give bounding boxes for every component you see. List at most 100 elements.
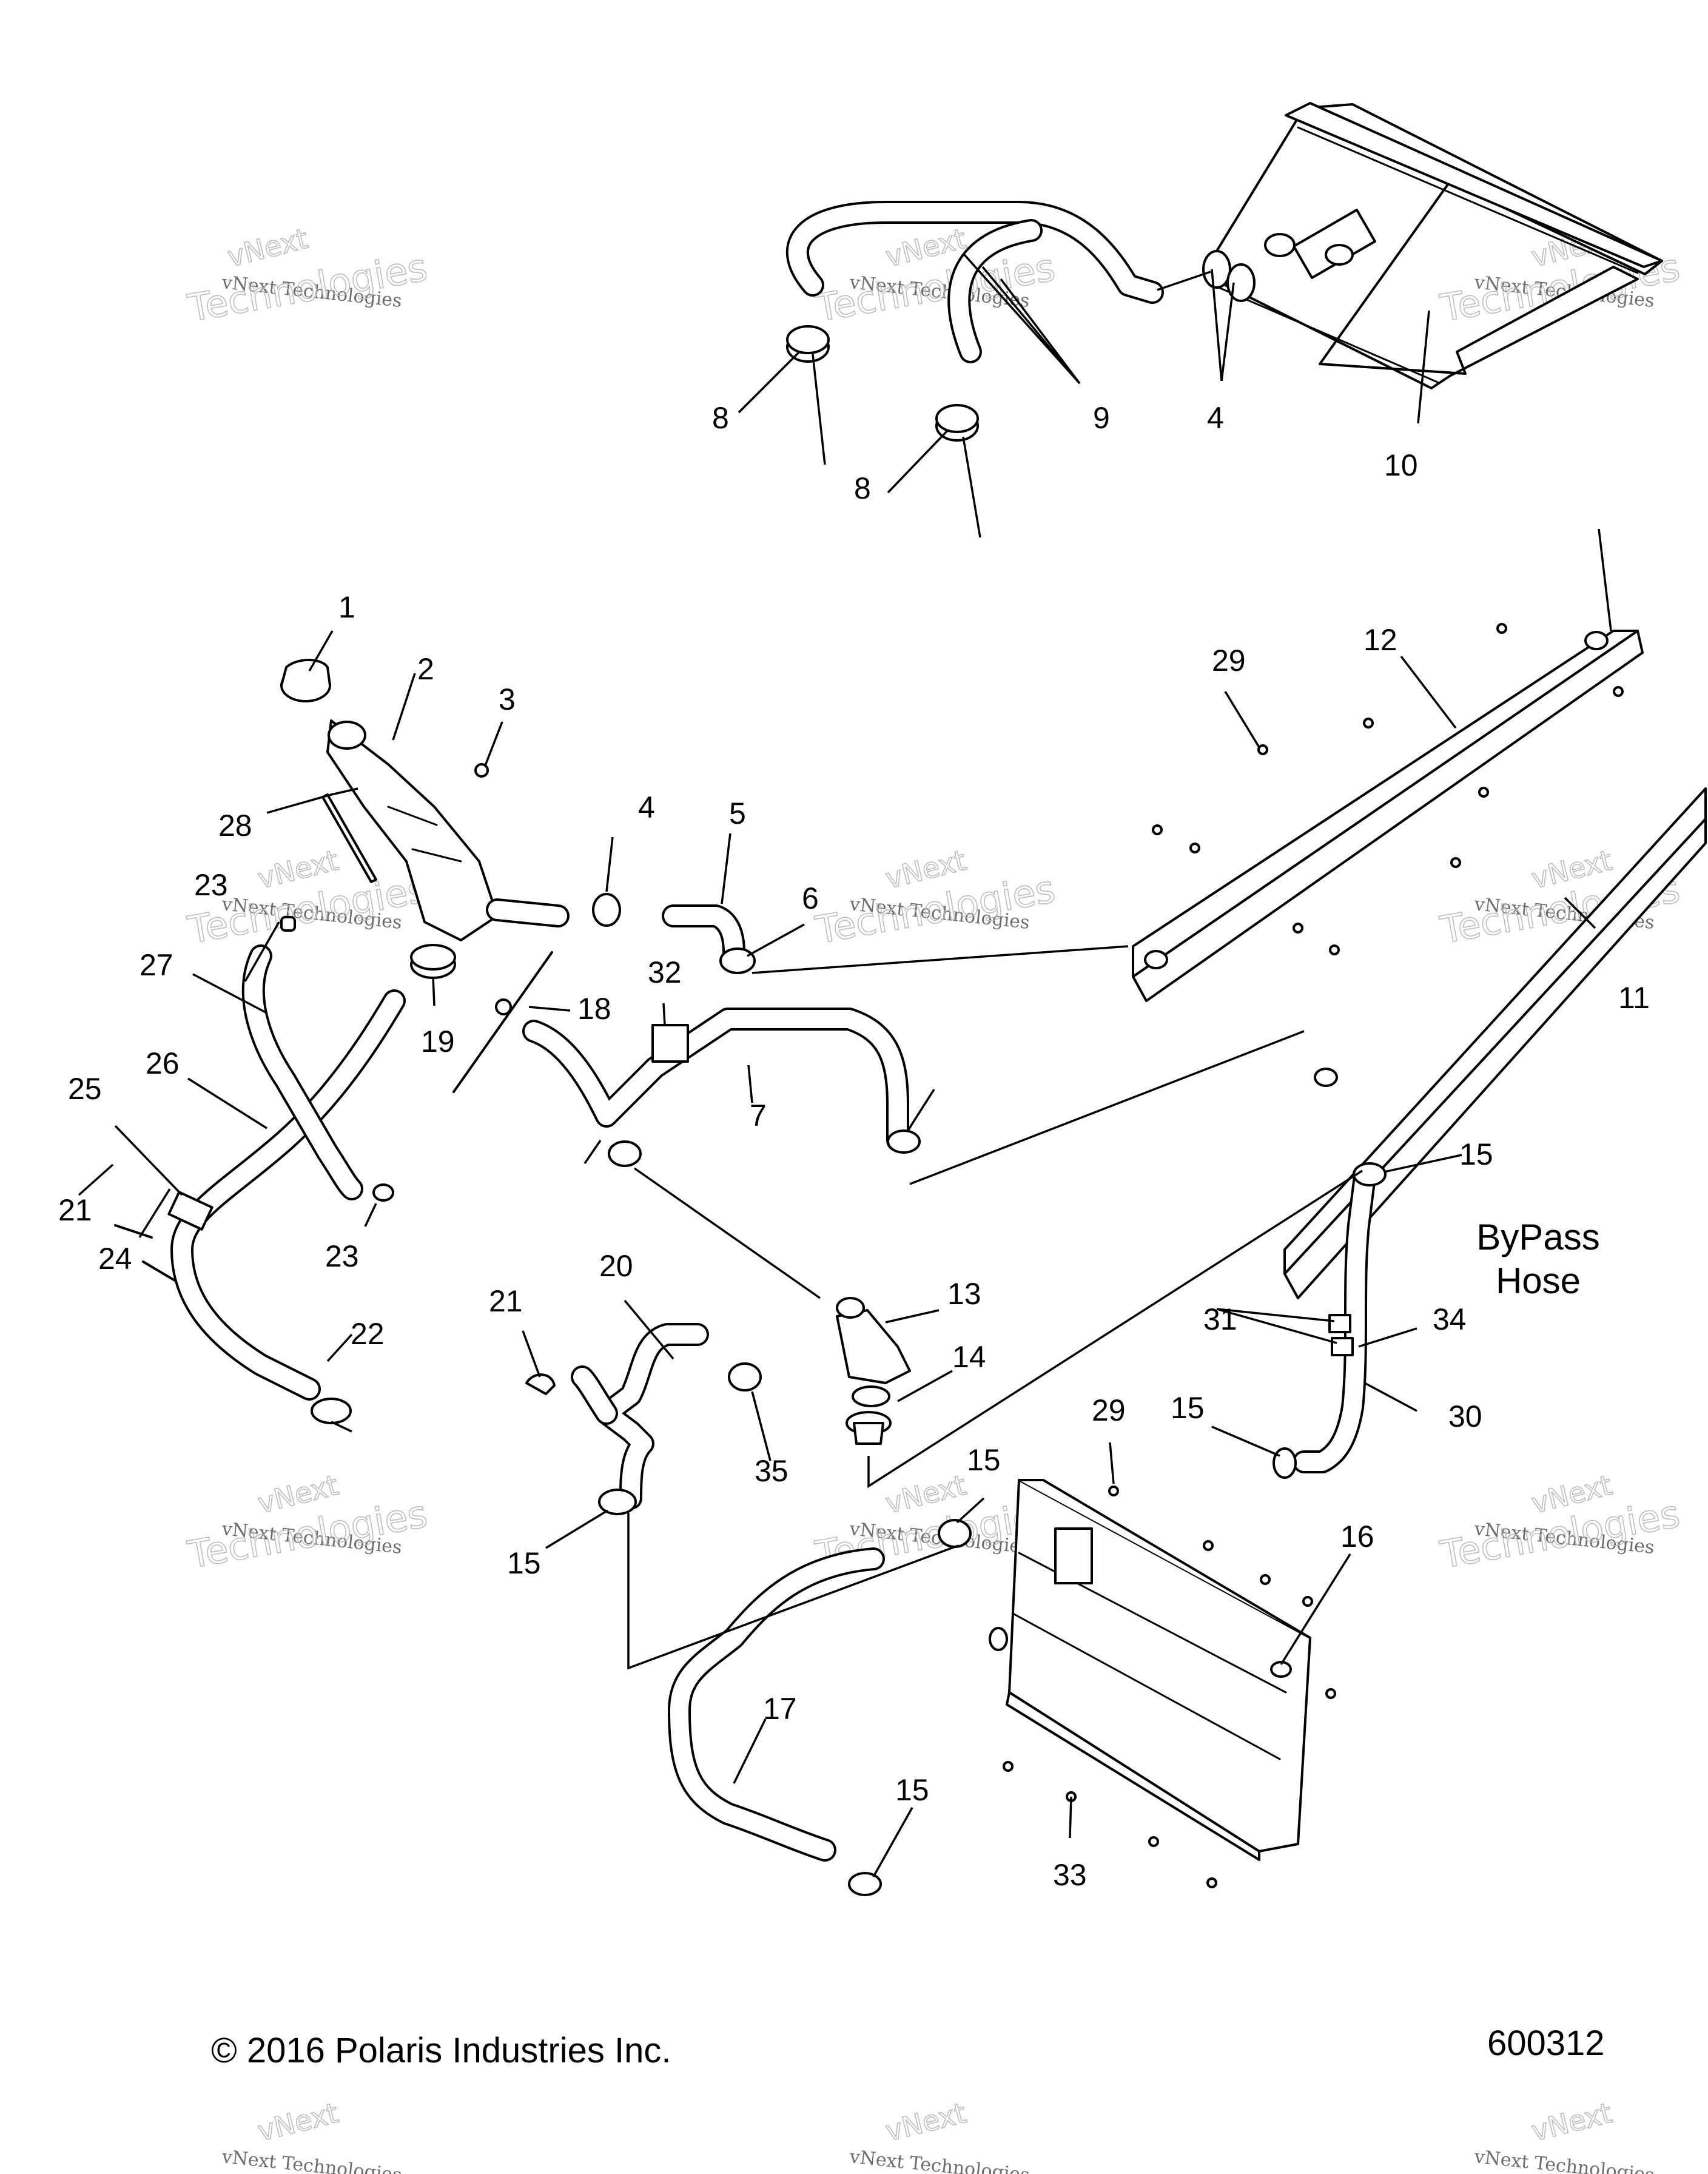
callout-6: 6 (802, 881, 819, 915)
svg-text:vNext: vNext (1528, 2096, 1615, 2148)
part-17-lower-hose (668, 1547, 885, 1862)
callout-29: 29 (1212, 644, 1246, 678)
callout-1: 1 (338, 590, 355, 624)
watermark-stamp: vNext vNext Technologies Technologies (184, 221, 431, 331)
part-31-clip (1331, 1337, 1354, 1356)
callout-8: 8 (712, 401, 729, 435)
svg-text:ByPass: ByPass (1476, 1217, 1599, 1257)
part-19-clamp (410, 944, 456, 979)
part-15-clamp (1353, 1162, 1387, 1186)
part-4-clamp (1202, 250, 1256, 302)
callout-23: 23 (194, 868, 228, 902)
part-16-radiator (989, 1479, 1311, 1861)
callout-31: 31 (1203, 1302, 1237, 1336)
part-10-panel (1206, 102, 1663, 389)
callout-9: 9 (1093, 401, 1110, 435)
callout-15: 15 (1171, 1391, 1205, 1425)
part-4-clamp (592, 893, 621, 927)
callout-33: 33 (1053, 1858, 1087, 1892)
callout-21: 21 (489, 1284, 523, 1318)
part-29-bolts (1152, 623, 1624, 955)
svg-text:vNext Technologies: vNext Technologies (1473, 2146, 1655, 2174)
callout-4: 4 (638, 790, 655, 824)
watermark-stamp: vNext vNext Technologies Technologies (184, 1468, 431, 1578)
part-20-hose (571, 1323, 709, 1510)
part-6-clamp (887, 1129, 921, 1154)
watermark-stamp: vNext vNext Technologies (1473, 2096, 1655, 2174)
part-5-elbow (662, 904, 745, 964)
part-23-plug (280, 916, 296, 932)
callout-15: 15 (507, 1546, 541, 1580)
callout-14: 14 (952, 1340, 986, 1374)
part-13-thermostat-housing (836, 1297, 911, 1384)
callout-16: 16 (1340, 1519, 1374, 1553)
part-2-filler-neck (326, 719, 570, 941)
callout-29: 29 (1092, 1393, 1126, 1427)
part-8-clamp (935, 404, 979, 442)
watermark-stamp: vNext vNext Technologies (220, 2096, 403, 2174)
callout-28: 28 (218, 809, 252, 843)
callout-15: 15 (967, 1443, 1001, 1477)
watermark-stamp: vNext vNext Technologies Technologies (812, 843, 1058, 953)
callout-34: 34 (1433, 1302, 1467, 1336)
part-35-clamp (728, 1362, 762, 1392)
callout-24: 24 (98, 1242, 132, 1276)
part-33-bolts (1003, 1761, 1217, 1888)
part-15-clamp (598, 1489, 637, 1515)
callout-26: 26 (146, 1046, 180, 1080)
callout-2: 2 (417, 652, 434, 686)
callout-3: 3 (499, 682, 516, 716)
callout-27: 27 (140, 948, 173, 982)
part-21-clip (525, 1373, 556, 1395)
part-9-upper-hose (785, 201, 1164, 363)
callout-5: 5 (729, 796, 746, 830)
part-22-clamp (311, 1398, 352, 1424)
part-14-seal (852, 1385, 890, 1407)
callout-18: 18 (577, 992, 611, 1026)
svg-text:Technologies: Technologies (184, 245, 431, 331)
svg-text:vNext Technologies: vNext Technologies (220, 2146, 403, 2174)
part-31-clip (1328, 1314, 1351, 1333)
callout-11: 11 (1618, 981, 1650, 1015)
callout-15: 15 (1459, 1137, 1493, 1171)
bypass-hose-label: ByPass Hose (1476, 1217, 1599, 1301)
callout-12: 12 (1363, 623, 1397, 657)
part-7-hose (522, 1008, 909, 1152)
part-25-clip (167, 1191, 214, 1231)
copyright-notice: © 2016 Polaris Industries Inc. (211, 2031, 671, 2070)
callout-22: 22 (351, 1317, 385, 1351)
watermark-layer: vNext vNext Technologies Technologies vN… (184, 221, 1683, 2174)
callout-21: 21 (58, 1193, 92, 1227)
svg-text:vNext: vNext (224, 222, 311, 274)
leader-lines (78, 254, 1612, 1877)
part-24-pin (142, 1260, 177, 1282)
part-14-thermostat (846, 1411, 892, 1445)
svg-text:vNext Technologies: vNext Technologies (848, 2146, 1031, 2174)
part-30-bypass-hose (1293, 1165, 1376, 1473)
callout-15: 15 (895, 1773, 929, 1807)
callout-32: 32 (648, 955, 682, 989)
part-23-plug (372, 1183, 394, 1202)
callout-labels: 1 2 3 4 5 6 7 8 8 9 4 10 11 12 13 14 15 … (58, 401, 1650, 1892)
part-3-nut (474, 763, 489, 778)
part-15-clamp (938, 1519, 972, 1548)
callout-25: 25 (68, 1072, 102, 1106)
svg-text:vNext: vNext (883, 2096, 969, 2148)
callout-30: 30 (1448, 1399, 1482, 1433)
callout-4: 4 (1207, 401, 1224, 435)
part-15-clamp (1273, 1447, 1297, 1479)
watermark-stamp: vNext vNext Technologies (848, 2096, 1031, 2174)
part-4-clamp (608, 1140, 642, 1167)
callout-17: 17 (763, 1692, 797, 1726)
callout-20: 20 (599, 1249, 633, 1283)
part-26-lower-hose (170, 989, 406, 1401)
part-32-grommet (651, 1024, 689, 1063)
part-1-cap (280, 659, 331, 702)
callout-35: 35 (755, 1454, 788, 1488)
callout-13: 13 (947, 1277, 981, 1311)
part-29-bolts (1108, 1486, 1336, 1699)
callout-23: 23 (325, 1239, 359, 1273)
part-11-rail (1283, 787, 1707, 1299)
